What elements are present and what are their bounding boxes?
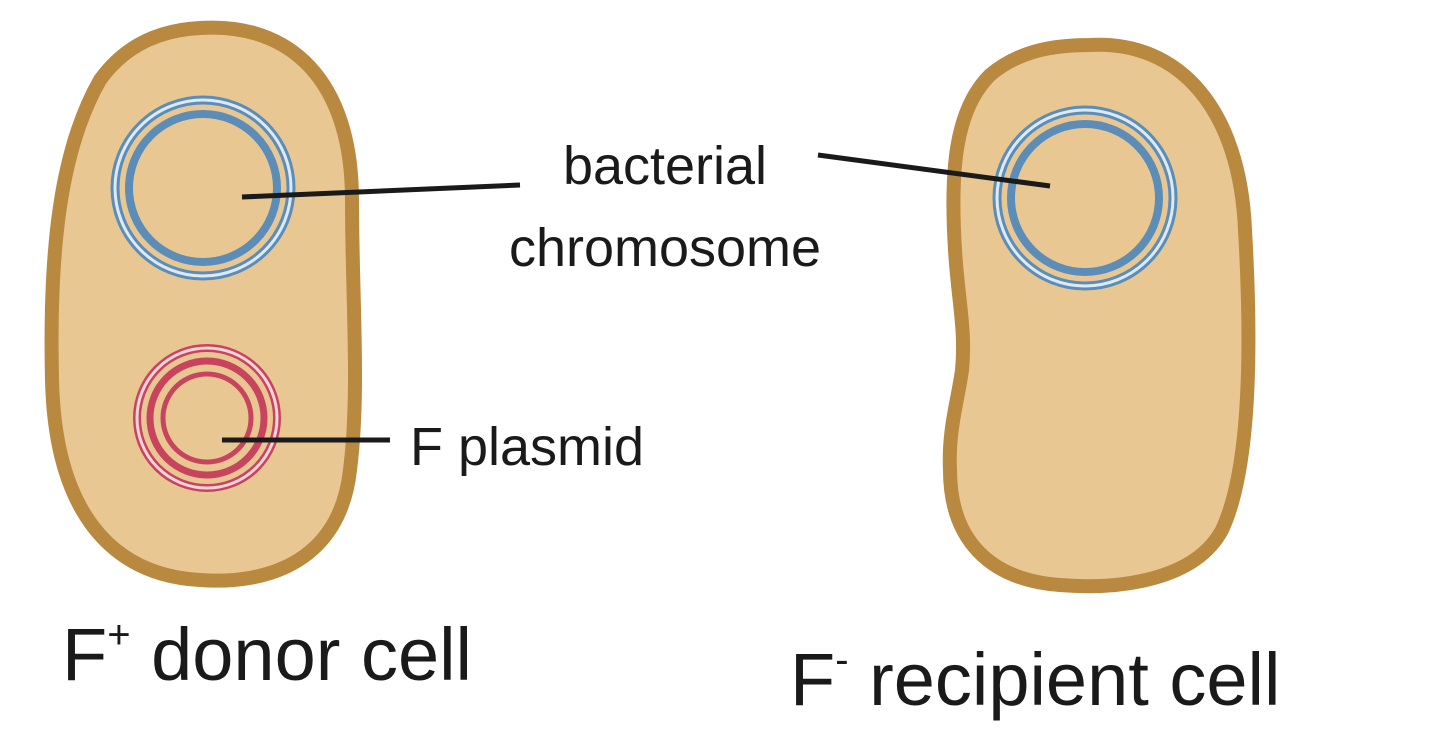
donor-cell-label: F+ donor cell	[62, 615, 472, 692]
donor-prefix: F	[62, 613, 108, 696]
recipient-rest: recipient cell	[848, 638, 1281, 721]
chromosome-label-line2: chromosome	[508, 218, 822, 278]
donor-chromosome	[110, 95, 296, 281]
chromosome-label: bacterial chromosome	[470, 125, 860, 289]
recipient-superscript: -	[835, 638, 849, 682]
chromosome-leader-left	[241, 182, 521, 200]
donor-superscript: +	[107, 613, 131, 657]
f-plasmid	[133, 344, 281, 492]
chromosome-leader-right	[817, 152, 1051, 189]
donor-rest: donor cell	[130, 613, 472, 696]
chromosome-label-line1: bacterial	[562, 136, 768, 196]
recipient-chromosome	[992, 105, 1178, 291]
recipient-cell-label: F- recipient cell	[790, 640, 1280, 717]
recipient-prefix: F	[790, 638, 836, 721]
plasmid-label: F plasmid	[410, 417, 645, 477]
